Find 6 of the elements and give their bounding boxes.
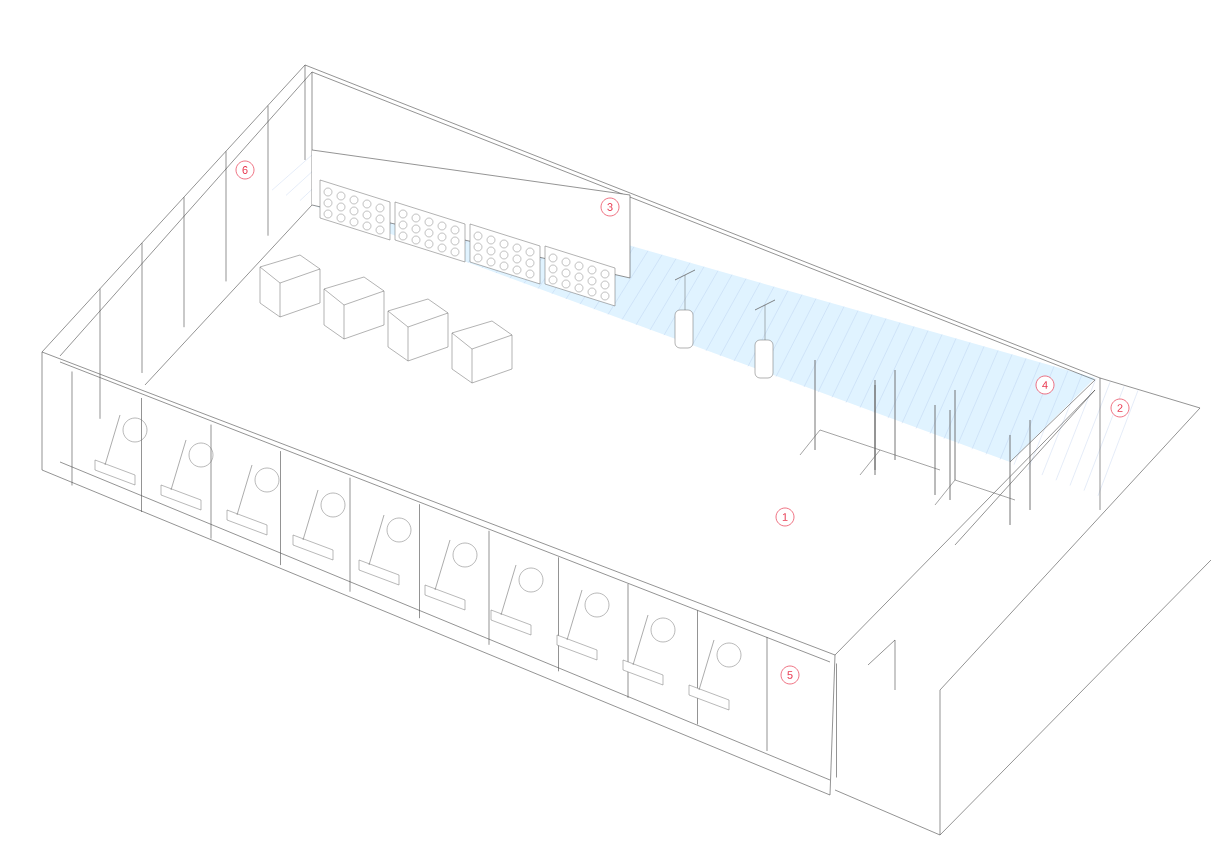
callout-number: 3	[600, 197, 620, 217]
callout-number: 1	[775, 507, 795, 527]
callout-number: 2	[1110, 398, 1130, 418]
callout-number: 5	[780, 665, 800, 685]
callout-number: 6	[235, 160, 255, 180]
callout-number: 4	[1035, 375, 1055, 395]
